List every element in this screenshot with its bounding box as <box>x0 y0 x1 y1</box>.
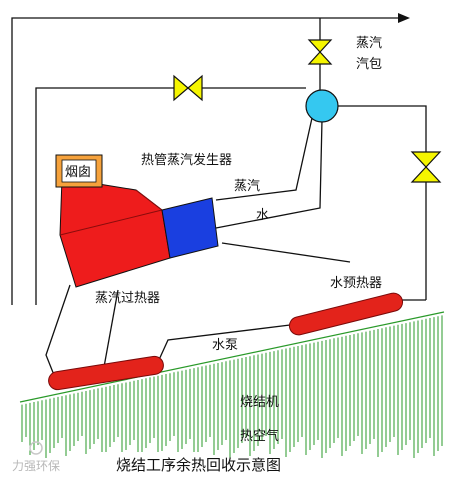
sinter-bed-edge <box>19 311 445 403</box>
pump-line <box>157 324 291 363</box>
diagram-caption: 烧结工序余热回收示意图 <box>116 456 281 474</box>
superheater-down-left <box>45 284 71 381</box>
label-superheater: 蒸汽过热器 <box>95 291 160 306</box>
sinter-bed-hatching <box>21 315 443 458</box>
label-steam: 蒸汽 <box>234 179 260 194</box>
label-pump: 水泵 <box>212 338 238 353</box>
generator-blue-body <box>161 197 219 259</box>
watermark-logo <box>29 441 43 455</box>
water-riser-line <box>215 119 323 229</box>
generator-red-body <box>59 177 171 288</box>
drum-left-line <box>35 87 306 305</box>
label-sinter-machine: 烧结机 <box>240 395 279 410</box>
chimney-inner <box>61 159 97 183</box>
preheater-leader-line <box>221 242 351 263</box>
watermark-text: 力强环保 <box>12 459 60 473</box>
right-preheater-tube <box>288 292 404 336</box>
steam-drum <box>305 89 339 123</box>
label-chimney: 烟囱 <box>65 165 91 180</box>
steam-riser-line <box>215 117 313 201</box>
main-steam-line <box>11 17 398 305</box>
superheater-down-right <box>101 289 119 379</box>
label-steam-top: 蒸汽 <box>356 36 382 51</box>
label-steam-drum: 汽包 <box>356 57 382 72</box>
valve-top <box>307 39 333 65</box>
valve-right <box>410 151 442 183</box>
drum-right-line <box>336 105 427 300</box>
bottom-left-tube <box>48 355 164 391</box>
label-water: 水 <box>256 208 269 223</box>
generator-red-facet-2 <box>135 189 163 211</box>
valve-left <box>173 74 203 102</box>
generator-red-facet <box>59 209 163 236</box>
pipe-lines <box>11 17 427 381</box>
label-hot-air: 热空气 <box>240 428 279 444</box>
label-heat-pipe-generator: 热管蒸汽发生器 <box>141 152 232 168</box>
label-preheater: 水预热器 <box>330 276 382 291</box>
arrow-head <box>398 13 410 23</box>
